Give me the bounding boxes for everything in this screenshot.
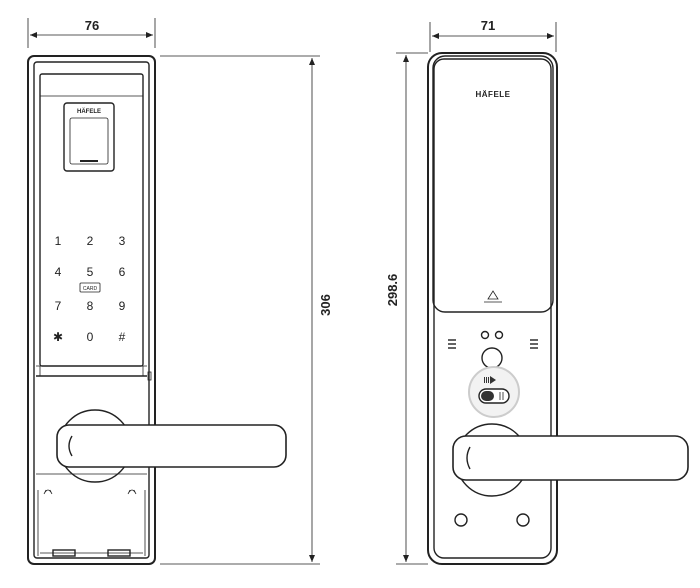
front-view: 76 HÄFELE 1 2 3 4 5 6 CARD 7	[27, 18, 333, 565]
indicator-light-left	[480, 330, 490, 340]
back-height-label: 298.6	[385, 274, 400, 307]
speaker-grill-right	[530, 339, 538, 349]
speaker-grill-left	[448, 339, 456, 349]
back-wake-icon	[484, 290, 502, 303]
card-label: CARD	[83, 286, 98, 292]
front-battery-area	[36, 473, 147, 557]
key-5: 5	[87, 265, 94, 279]
key-3: 3	[119, 234, 126, 248]
front-height-label: 306	[318, 294, 333, 316]
key-7: 7	[55, 299, 62, 313]
key-4: 4	[55, 265, 62, 279]
front-brand-logo: HÄFELE	[77, 108, 101, 115]
indicator-light-right	[494, 330, 504, 340]
back-width-label: 71	[481, 18, 495, 33]
back-display-panel	[432, 55, 554, 313]
back-brand-logo: HÄFELE	[476, 90, 511, 99]
front-handle	[56, 409, 287, 483]
fingerprint-sensor: HÄFELE	[63, 102, 115, 172]
unlock-arrow-icon	[484, 376, 496, 384]
back-body-outline	[427, 52, 558, 565]
key-0: 0	[87, 330, 94, 344]
key-star: ✱	[53, 330, 63, 344]
key-hash: #	[119, 330, 126, 344]
back-view: 71 HÄFELE 298.6	[385, 18, 689, 565]
key-2: 2	[87, 234, 94, 248]
key-6: 6	[119, 265, 126, 279]
front-body-inner	[33, 61, 150, 559]
back-handle	[452, 423, 689, 497]
key-1: 1	[55, 234, 62, 248]
back-height-dimension: 298.6	[385, 52, 428, 565]
screw-left	[454, 513, 468, 527]
front-width-dimension: 76	[27, 18, 156, 48]
key-8: 8	[87, 299, 94, 313]
safety-lock-switch	[468, 366, 520, 418]
key-9: 9	[119, 299, 126, 313]
card-reader-badge	[79, 282, 101, 293]
back-body-inner	[433, 58, 552, 559]
back-width-dimension: 71	[429, 18, 557, 52]
open-button	[481, 347, 503, 369]
front-body-outline	[27, 55, 156, 565]
front-height-dimension: 306	[160, 55, 333, 565]
front-width-label: 76	[85, 18, 99, 33]
keypad: 1 2 3 4 5 6 CARD 7 8 9 ✱ 0 #	[53, 234, 126, 344]
screw-right	[516, 513, 530, 527]
